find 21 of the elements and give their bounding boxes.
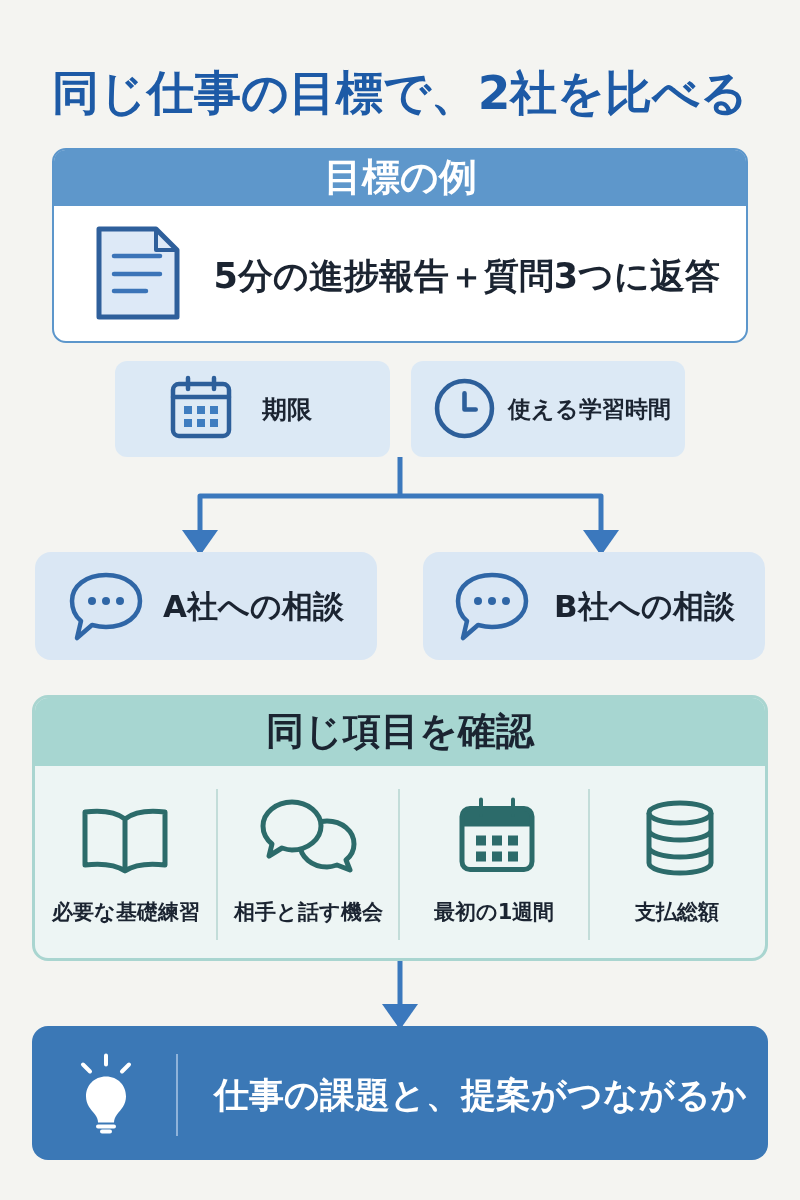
connector-line bbox=[397, 457, 403, 496]
label-text: A社への相談 bbox=[163, 586, 344, 626]
label-text: 最初の1週間 bbox=[433, 899, 555, 925]
info-box bbox=[115, 361, 390, 457]
label-text: 支払総額 bbox=[635, 899, 719, 925]
label-text: 期限 bbox=[262, 393, 312, 425]
label-text: 必要な基礎練習 bbox=[52, 899, 200, 925]
heading: 同じ項目を確認 bbox=[266, 709, 534, 755]
label-text: 仕事の課題と、提案がつながるか bbox=[214, 1074, 747, 1117]
label-text: 使える学習時間 bbox=[508, 394, 671, 424]
titled-panel bbox=[32, 695, 768, 961]
heading: 目標の例 bbox=[323, 155, 477, 201]
info-box bbox=[423, 552, 765, 660]
info-box bbox=[411, 361, 685, 457]
titled-card bbox=[52, 148, 748, 343]
banner bbox=[32, 1026, 768, 1160]
label-text: 相手と話す機会 bbox=[233, 899, 383, 925]
label-text: B社への相談 bbox=[554, 586, 735, 626]
label-text: 5分の進捗報告＋質問3つに返答 bbox=[213, 254, 721, 298]
info-box bbox=[35, 552, 377, 660]
title: 同じ仕事の目標で、2社を比べる bbox=[51, 64, 749, 122]
